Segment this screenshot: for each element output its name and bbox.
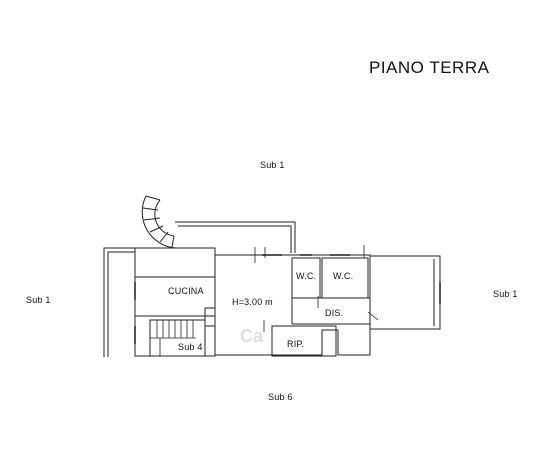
stair-treads <box>150 320 196 356</box>
window-marks <box>134 254 441 344</box>
plan-title: PIANO TERRA <box>369 58 490 77</box>
main-block-outline <box>214 254 371 356</box>
door-frame <box>204 307 216 327</box>
north-extension-wall <box>175 221 296 253</box>
room-label-dis: DIS. <box>325 308 344 318</box>
door-swings <box>254 245 379 332</box>
rip-room <box>271 325 337 357</box>
spiral-stair <box>141 195 177 249</box>
outer-wall-left-inner <box>107 251 135 357</box>
room-label-rip: RIP. <box>287 339 305 349</box>
watermark-logo: Ca <box>240 326 264 346</box>
room-label-wc2: W.C. <box>333 271 354 281</box>
north-extension-inner <box>178 225 292 253</box>
room-label-height: H=3.00 m <box>232 297 273 307</box>
outer-wall-left <box>103 247 135 357</box>
room-label-wc1: W.C. <box>296 271 317 281</box>
left-block <box>134 247 216 357</box>
neighbor-label-bottom: Sub 6 <box>268 392 293 402</box>
neighbor-label-top: Sub 1 <box>260 160 285 170</box>
neighbor-label-right: Sub 1 <box>493 289 518 299</box>
east-room <box>369 255 441 330</box>
room-label-kitchen: CUCINA <box>168 286 204 296</box>
room-label-sub4: Sub 4 <box>178 342 203 352</box>
neighbor-label-left: Sub 1 <box>26 295 51 305</box>
